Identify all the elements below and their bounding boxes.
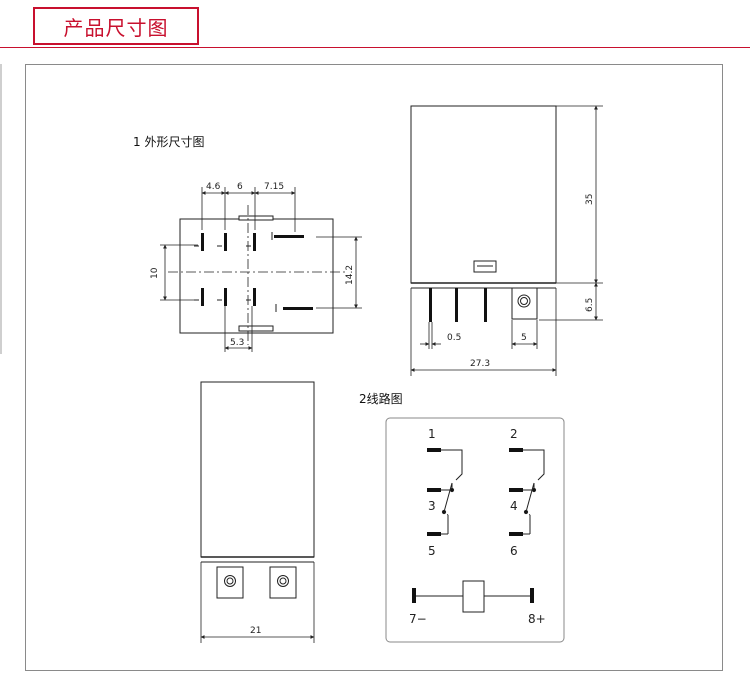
- contact-set-a: [427, 448, 463, 536]
- contact-set-b: [509, 448, 545, 536]
- front-lug-right: [269, 566, 297, 599]
- terminal-slot: [201, 288, 204, 306]
- terminal-slot: [253, 233, 256, 251]
- dim-5-3: 5.3: [230, 338, 244, 348]
- terminal-slot: [224, 288, 227, 306]
- page-title-box: 产品尺寸图: [33, 7, 199, 45]
- dim-14-2: 14.2: [345, 265, 355, 285]
- lug-hole: [517, 294, 531, 308]
- side-view-body: [410, 105, 557, 284]
- side-latch: [473, 260, 497, 273]
- dim-0-5: 0.5: [447, 333, 461, 343]
- dim-7-15: 7.15: [264, 182, 284, 192]
- left-edge-mark: [0, 64, 2, 354]
- header-divider: [0, 47, 750, 48]
- coil-symbol: [462, 580, 485, 613]
- dim-10: 10: [150, 267, 160, 279]
- drawing-frame: [25, 64, 723, 671]
- coil: [412, 580, 534, 613]
- terminal-slot: [253, 288, 256, 306]
- terminal-1: 1: [428, 427, 436, 441]
- section2-title: 2线路图: [359, 391, 403, 406]
- front-view-body: [200, 381, 315, 558]
- dim-35: 35: [585, 194, 595, 205]
- terminal-2: 2: [510, 427, 518, 441]
- section1-title: 1 外形尺寸图: [133, 135, 204, 149]
- circuit-frame: [385, 417, 565, 643]
- coil-terminal-slot: [274, 235, 304, 238]
- page-title: 产品尺寸图: [63, 15, 169, 40]
- dim-21: 21: [250, 626, 261, 636]
- terminal-6: 6: [510, 544, 518, 558]
- lug-hole-inner: [520, 297, 528, 305]
- dim-27-3: 27.3: [470, 359, 490, 369]
- circuit-diagram: [385, 417, 565, 643]
- top-view: [160, 187, 362, 352]
- solder-lug: [511, 287, 538, 320]
- bottom-notch: [238, 325, 274, 332]
- dim-4-6: 4.6: [206, 182, 221, 192]
- dim-6-5: 6.5: [585, 298, 595, 312]
- side-view: [410, 105, 603, 376]
- terminal-slots: [201, 233, 313, 310]
- terminal-slot: [224, 233, 227, 251]
- top-notch: [238, 215, 274, 221]
- front-view: [200, 381, 315, 643]
- terminal-5: 5: [428, 544, 436, 558]
- terminal-3: 3: [428, 499, 436, 513]
- terminal-7: 7−: [409, 612, 427, 626]
- dim-5: 5: [521, 333, 527, 343]
- coil-terminal-slot: [283, 307, 313, 310]
- terminal-slot: [201, 233, 204, 251]
- dim-6: 6: [237, 182, 243, 192]
- front-lug-left: [216, 566, 244, 599]
- terminal-4: 4: [510, 499, 518, 513]
- terminal-8: 8+: [528, 612, 546, 626]
